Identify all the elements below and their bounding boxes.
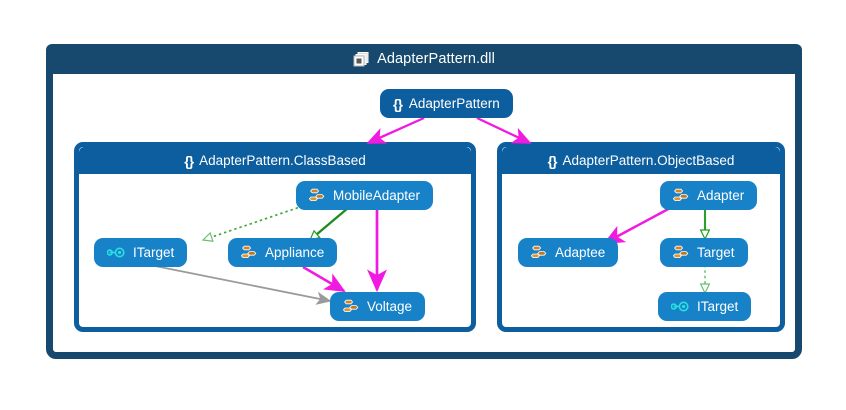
node-adapter[interactable]: Adapter bbox=[660, 181, 758, 210]
interface-icon bbox=[107, 246, 126, 259]
namespace-braces-icon: {} bbox=[547, 152, 558, 169]
class-icon bbox=[531, 245, 548, 261]
namespace-braces-icon: {} bbox=[393, 95, 403, 112]
node-mobileadapter[interactable]: MobileAdapter bbox=[296, 181, 434, 210]
assembly-icon bbox=[353, 51, 370, 68]
node-itarget-classbased[interactable]: ITarget bbox=[94, 238, 188, 267]
node-label: Voltage bbox=[367, 298, 413, 314]
interface-icon bbox=[671, 300, 690, 313]
node-target[interactable]: Target bbox=[660, 238, 748, 267]
class-icon bbox=[343, 299, 360, 315]
assembly-title: AdapterPattern.dll bbox=[377, 51, 495, 67]
class-icon bbox=[673, 188, 690, 204]
group-objectbased-label: AdapterPattern.ObjectBased bbox=[562, 153, 735, 168]
group-classbased-header[interactable]: {} AdapterPattern.ClassBased bbox=[79, 147, 471, 174]
node-label: AdapterPattern bbox=[408, 95, 500, 111]
node-label: ITarget bbox=[697, 298, 739, 314]
group-classbased-label: AdapterPattern.ClassBased bbox=[199, 153, 366, 168]
group-objectbased-header[interactable]: {} AdapterPattern.ObjectBased bbox=[502, 147, 780, 174]
node-label: ITarget bbox=[133, 244, 175, 260]
node-label: Target bbox=[697, 244, 735, 260]
node-itarget-objectbased[interactable]: ITarget bbox=[658, 292, 752, 321]
node-label: MobileAdapter bbox=[333, 187, 421, 203]
node-voltage[interactable]: Voltage bbox=[330, 292, 426, 321]
node-label: Appliance bbox=[265, 244, 325, 260]
class-icon bbox=[309, 188, 326, 204]
namespace-braces-icon: {} bbox=[184, 152, 194, 169]
class-icon bbox=[241, 245, 258, 261]
node-label: Adapter bbox=[697, 187, 745, 203]
class-icon bbox=[673, 245, 690, 261]
node-appliance[interactable]: Appliance bbox=[228, 238, 338, 267]
node-adaptee[interactable]: Adaptee bbox=[518, 238, 619, 267]
node-label: Adaptee bbox=[555, 244, 606, 260]
node-adapterpattern[interactable]: {} AdapterPattern bbox=[380, 89, 513, 118]
assembly-header[interactable]: AdapterPattern.dll bbox=[46, 44, 802, 74]
